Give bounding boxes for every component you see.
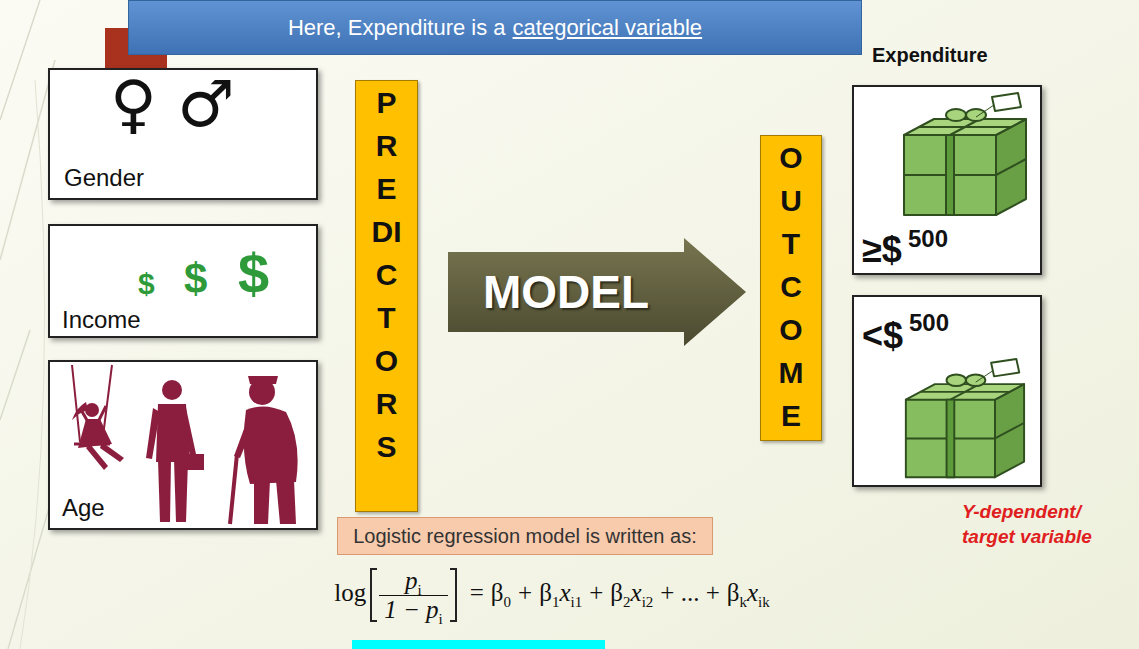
dollar-sign: $ [238,246,269,302]
formula-subscript: ik [758,594,770,610]
predictor-name: Age [62,494,105,522]
formula-variable: p [405,567,418,594]
banner-text-underlined: categorical variable [513,15,703,41]
outcome-amount: 500 [908,225,948,253]
formula-subscript: 0 [504,594,512,610]
gender-box: ♀ ♂ Gender [48,68,318,200]
outcome-symbol: <$ [862,315,903,356]
title-banner: Here, Expenditure is a categorical variab… [128,0,862,55]
formula-subscript: i1 [571,594,583,610]
model-label: MODEL [448,238,684,346]
formula-subscript: k [740,594,748,610]
formula-variable: x [559,579,570,606]
formula-denominator: 1 − pi [379,596,448,624]
banner-text: Here, Expenditure is a [288,15,506,41]
formula-function: log [334,579,366,606]
formula-coefficient: β [491,579,504,606]
gift-box [894,91,1034,221]
formula-caption-box: Logistic regression model is written as: [337,517,713,555]
formula-bracket [450,568,457,622]
predictor-name: Income [62,306,141,334]
formula-operator: = [470,579,484,606]
formula-bracket [370,568,377,622]
formula-subscript: i2 [642,594,654,610]
gift-box [894,357,1034,483]
formula-subscript: i [439,611,443,627]
vertical-band-text: OUTCOME [776,136,806,437]
model-arrow: MODEL [448,238,746,346]
outcome-box: ≥$500 [852,85,1042,275]
formula-variable: x [747,579,758,606]
formula-operator: + ... + [660,579,719,606]
target-note: Y-dependent/ target variable [962,500,1134,549]
formula-coefficient: β [610,579,623,606]
predictors-band: PREDICTORS [355,80,418,512]
outcome-symbol: ≥$ [862,229,902,270]
logistic-formula: logpi1 − pi=β0+β1xi1+β2xi2+ ... +βkxik [0,560,1104,626]
fraction-bar [379,595,448,596]
outcome-amount: 500 [909,309,949,337]
vertical-band-text: PREDICTORS [372,81,402,468]
formula-operator: + [589,579,603,606]
age-box: Age [48,360,318,530]
formula-coefficient: β [727,579,740,606]
formula-fraction: pi1 − pi [379,567,448,623]
dollar-sign: $ [184,258,207,300]
formula-subscript: 1 [552,594,560,610]
formula-variable: 1 − p [384,596,438,623]
predictor-name: Gender [64,164,144,192]
formula-coefficient: β [539,579,552,606]
outcome-box: <$500 [852,295,1042,487]
formula-subscript: 2 [623,594,631,610]
income-box: $ $ $ Income [48,224,318,338]
outcome-band: OUTCOME [760,135,822,441]
caption-text: Logistic regression model is written as: [353,525,696,548]
outcome-heading: Expenditure [872,44,988,67]
gender-symbols: ♀ ♂ [110,68,235,142]
formula-numerator: pi [379,567,448,595]
dollar-sign: $ [138,269,155,299]
formula-operator: + [518,579,532,606]
formula-variable: x [631,579,642,606]
